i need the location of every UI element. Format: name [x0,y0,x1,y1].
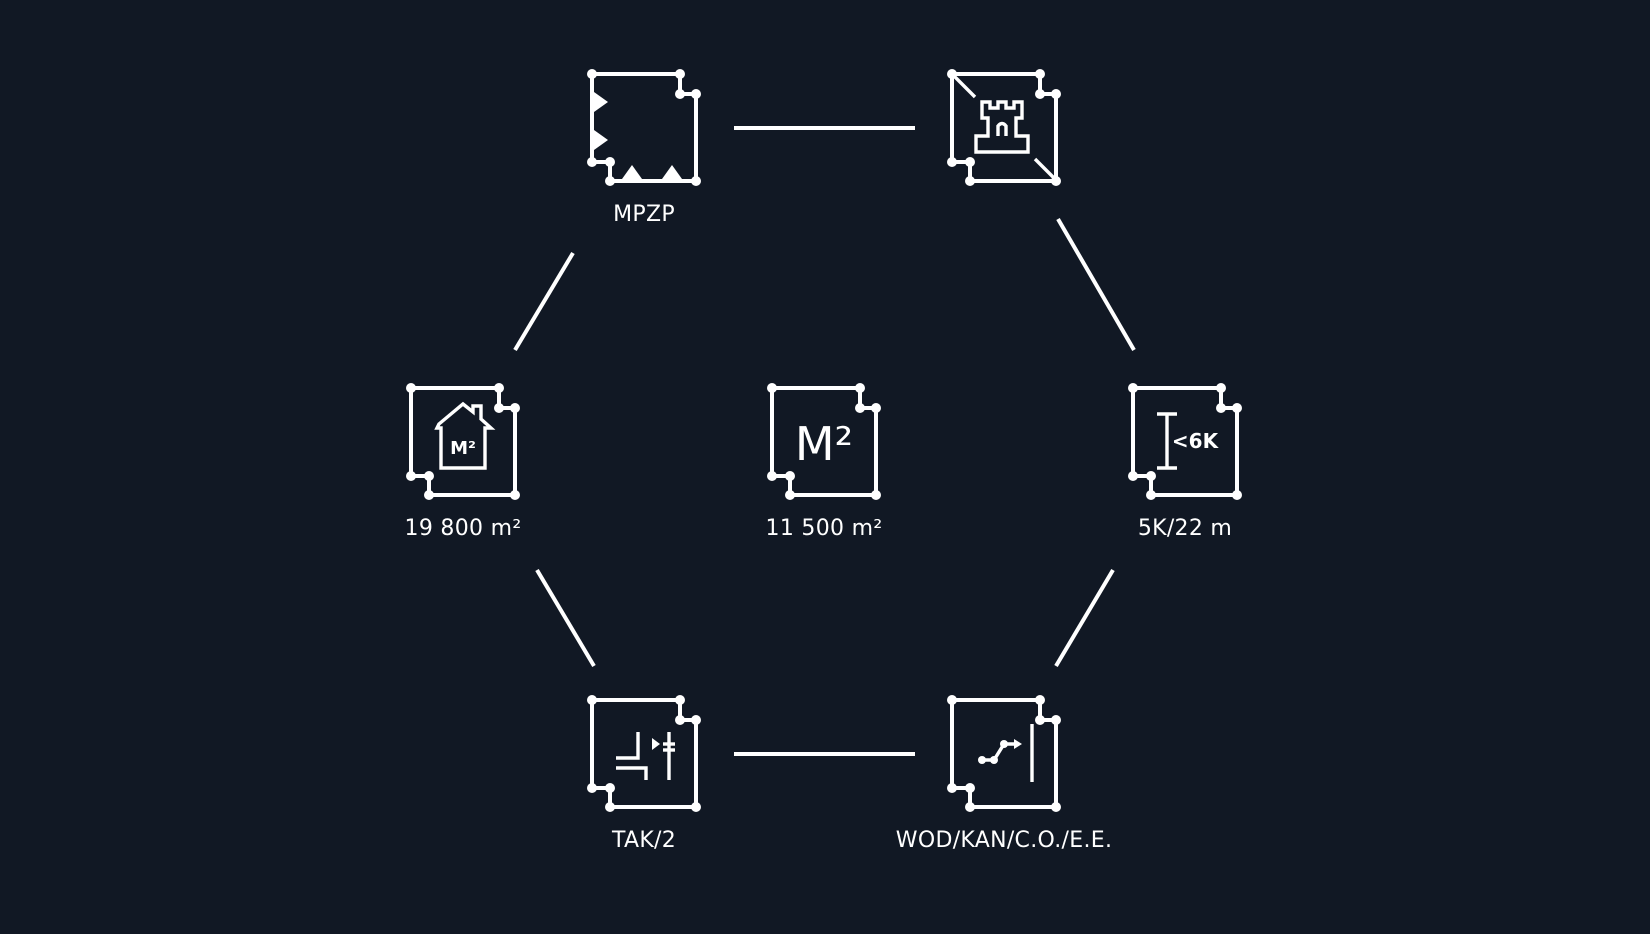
node-label-mpzp: MPZP [613,202,675,227]
connector-lower-right [1054,568,1115,668]
utility-connection-icon [947,695,1061,812]
node-label-area: 11 500 m² [766,516,883,541]
node-label-utilities: WOD/KAN/C.O./E.E. [896,828,1112,853]
node-house: M² 19 800 m² [405,383,522,541]
area-icon-text: M² [795,417,853,471]
node-label-access: TAK/2 [611,828,676,853]
node-area: M² 11 500 m² [766,383,883,541]
house-icon-text: M² [450,438,476,459]
house-area-icon: M² [406,383,520,500]
node-label-house: 19 800 m² [405,516,522,541]
height-limit-icon: <6K [1128,383,1242,500]
node-label-height: 5K/22 m [1138,516,1232,541]
node-height: <6K 5K/22 m [1128,383,1242,541]
connector-upper-left [513,251,575,352]
connector-lower-left [535,568,596,668]
connector-lines [513,126,1136,756]
node-utilities: WOD/KAN/C.O./E.E. [896,695,1112,853]
node-heritage [947,69,1061,186]
road-access-icon [587,695,701,812]
square-meter-icon: M² [767,383,881,500]
connector-upper-right [1056,217,1136,352]
height-icon-text: <6K [1172,429,1220,453]
node-access: TAK/2 [587,695,701,853]
node-mpzp: MPZP [587,69,701,227]
zoning-plan-icon [587,69,701,186]
castle-tower-icon [947,69,1061,186]
